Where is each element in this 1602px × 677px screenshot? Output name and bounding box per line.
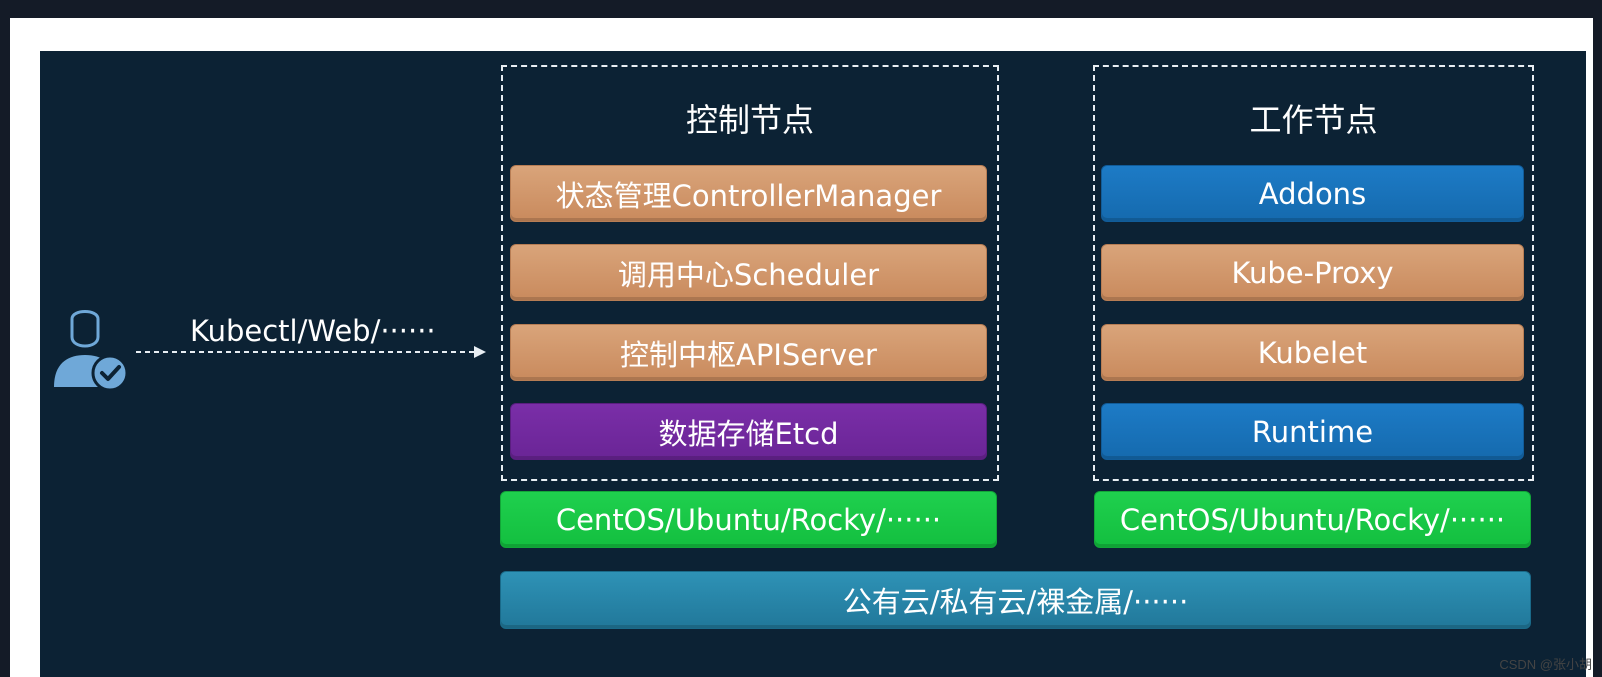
watermark: CSDN @张小胡	[1499, 657, 1592, 672]
control-os-box: CentOS/Ubuntu/Rocky/······	[500, 491, 997, 548]
worker-node-title: 工作节点	[1249, 101, 1378, 139]
kubelet-box: Kubelet	[1101, 324, 1524, 381]
runtime-box: Runtime	[1101, 403, 1524, 460]
connection-arrow	[136, 346, 486, 358]
control-node-group	[501, 65, 999, 481]
kube-proxy-box: Kube-Proxy	[1101, 244, 1524, 301]
addons-box: Addons	[1101, 165, 1524, 222]
scheduler-box: 调用中心Scheduler	[510, 244, 987, 301]
worker-node-group	[1093, 65, 1534, 481]
infrastructure-box: 公有云/私有云/裸金属/······	[500, 571, 1531, 629]
connection-label: Kubectl/Web/······	[190, 314, 436, 348]
apiserver-box: 控制中枢APIServer	[510, 324, 987, 381]
architecture-diagram: Kubectl/Web/······ 控制节点 状态管理ControllerMa…	[40, 51, 1586, 677]
controller-manager-box: 状态管理ControllerManager	[510, 165, 987, 222]
control-node-title: 控制节点	[685, 101, 814, 139]
etcd-box: 数据存储Etcd	[510, 403, 987, 460]
worker-os-box: CentOS/Ubuntu/Rocky/······	[1094, 491, 1531, 548]
user-check-icon	[54, 310, 129, 392]
